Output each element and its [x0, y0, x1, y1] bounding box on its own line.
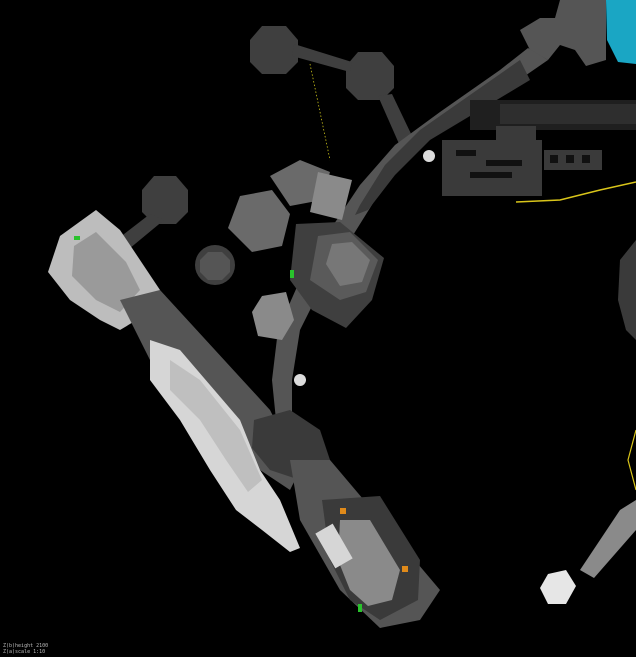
- central-inner-light: [326, 242, 370, 286]
- lower-central-block: [252, 292, 294, 340]
- far-right-structure: [618, 240, 636, 340]
- octagon-room-top-right: [346, 52, 394, 100]
- far-right-route: [627, 429, 636, 491]
- pillar-upper: [423, 150, 435, 162]
- lower-room-bar: [315, 523, 353, 569]
- water-area: [606, 0, 636, 64]
- green-door-central: [290, 270, 294, 278]
- round-room-inner: [200, 252, 230, 280]
- right-machinery-detail: [456, 150, 590, 178]
- pillar-lower: [294, 374, 306, 386]
- map-legend: Z(b)height 2100 Z(a)scale 1:10: [3, 643, 48, 655]
- yellow-route: [515, 181, 636, 203]
- corridor-octagon-down: [378, 94, 414, 146]
- octagon-room-top-left: [250, 26, 298, 74]
- octagon-room-left: [142, 176, 188, 224]
- lower-room-light: [338, 520, 400, 606]
- corridor-between-octagons: [292, 44, 352, 72]
- orange-marker-a: [340, 508, 346, 514]
- orange-marker-b: [402, 566, 408, 572]
- green-door-left: [74, 236, 80, 240]
- dotted-route: [309, 63, 331, 161]
- left-building-inner: [72, 232, 140, 312]
- legend-line-1: Z(b)height 2100: [3, 643, 49, 649]
- pale-slope-inner: [170, 360, 262, 492]
- right-hallway-floor: [500, 104, 636, 124]
- green-door-lower: [358, 604, 362, 612]
- top-right-structure: [520, 0, 606, 66]
- far-right-lower-path: [580, 500, 636, 578]
- central-block-b: [310, 172, 352, 220]
- legend-line-2: Z(a)scale 1:10: [3, 649, 46, 655]
- central-block-c: [228, 190, 290, 252]
- corridor-inner-edge: [355, 60, 530, 215]
- far-right-end-room: [540, 570, 576, 604]
